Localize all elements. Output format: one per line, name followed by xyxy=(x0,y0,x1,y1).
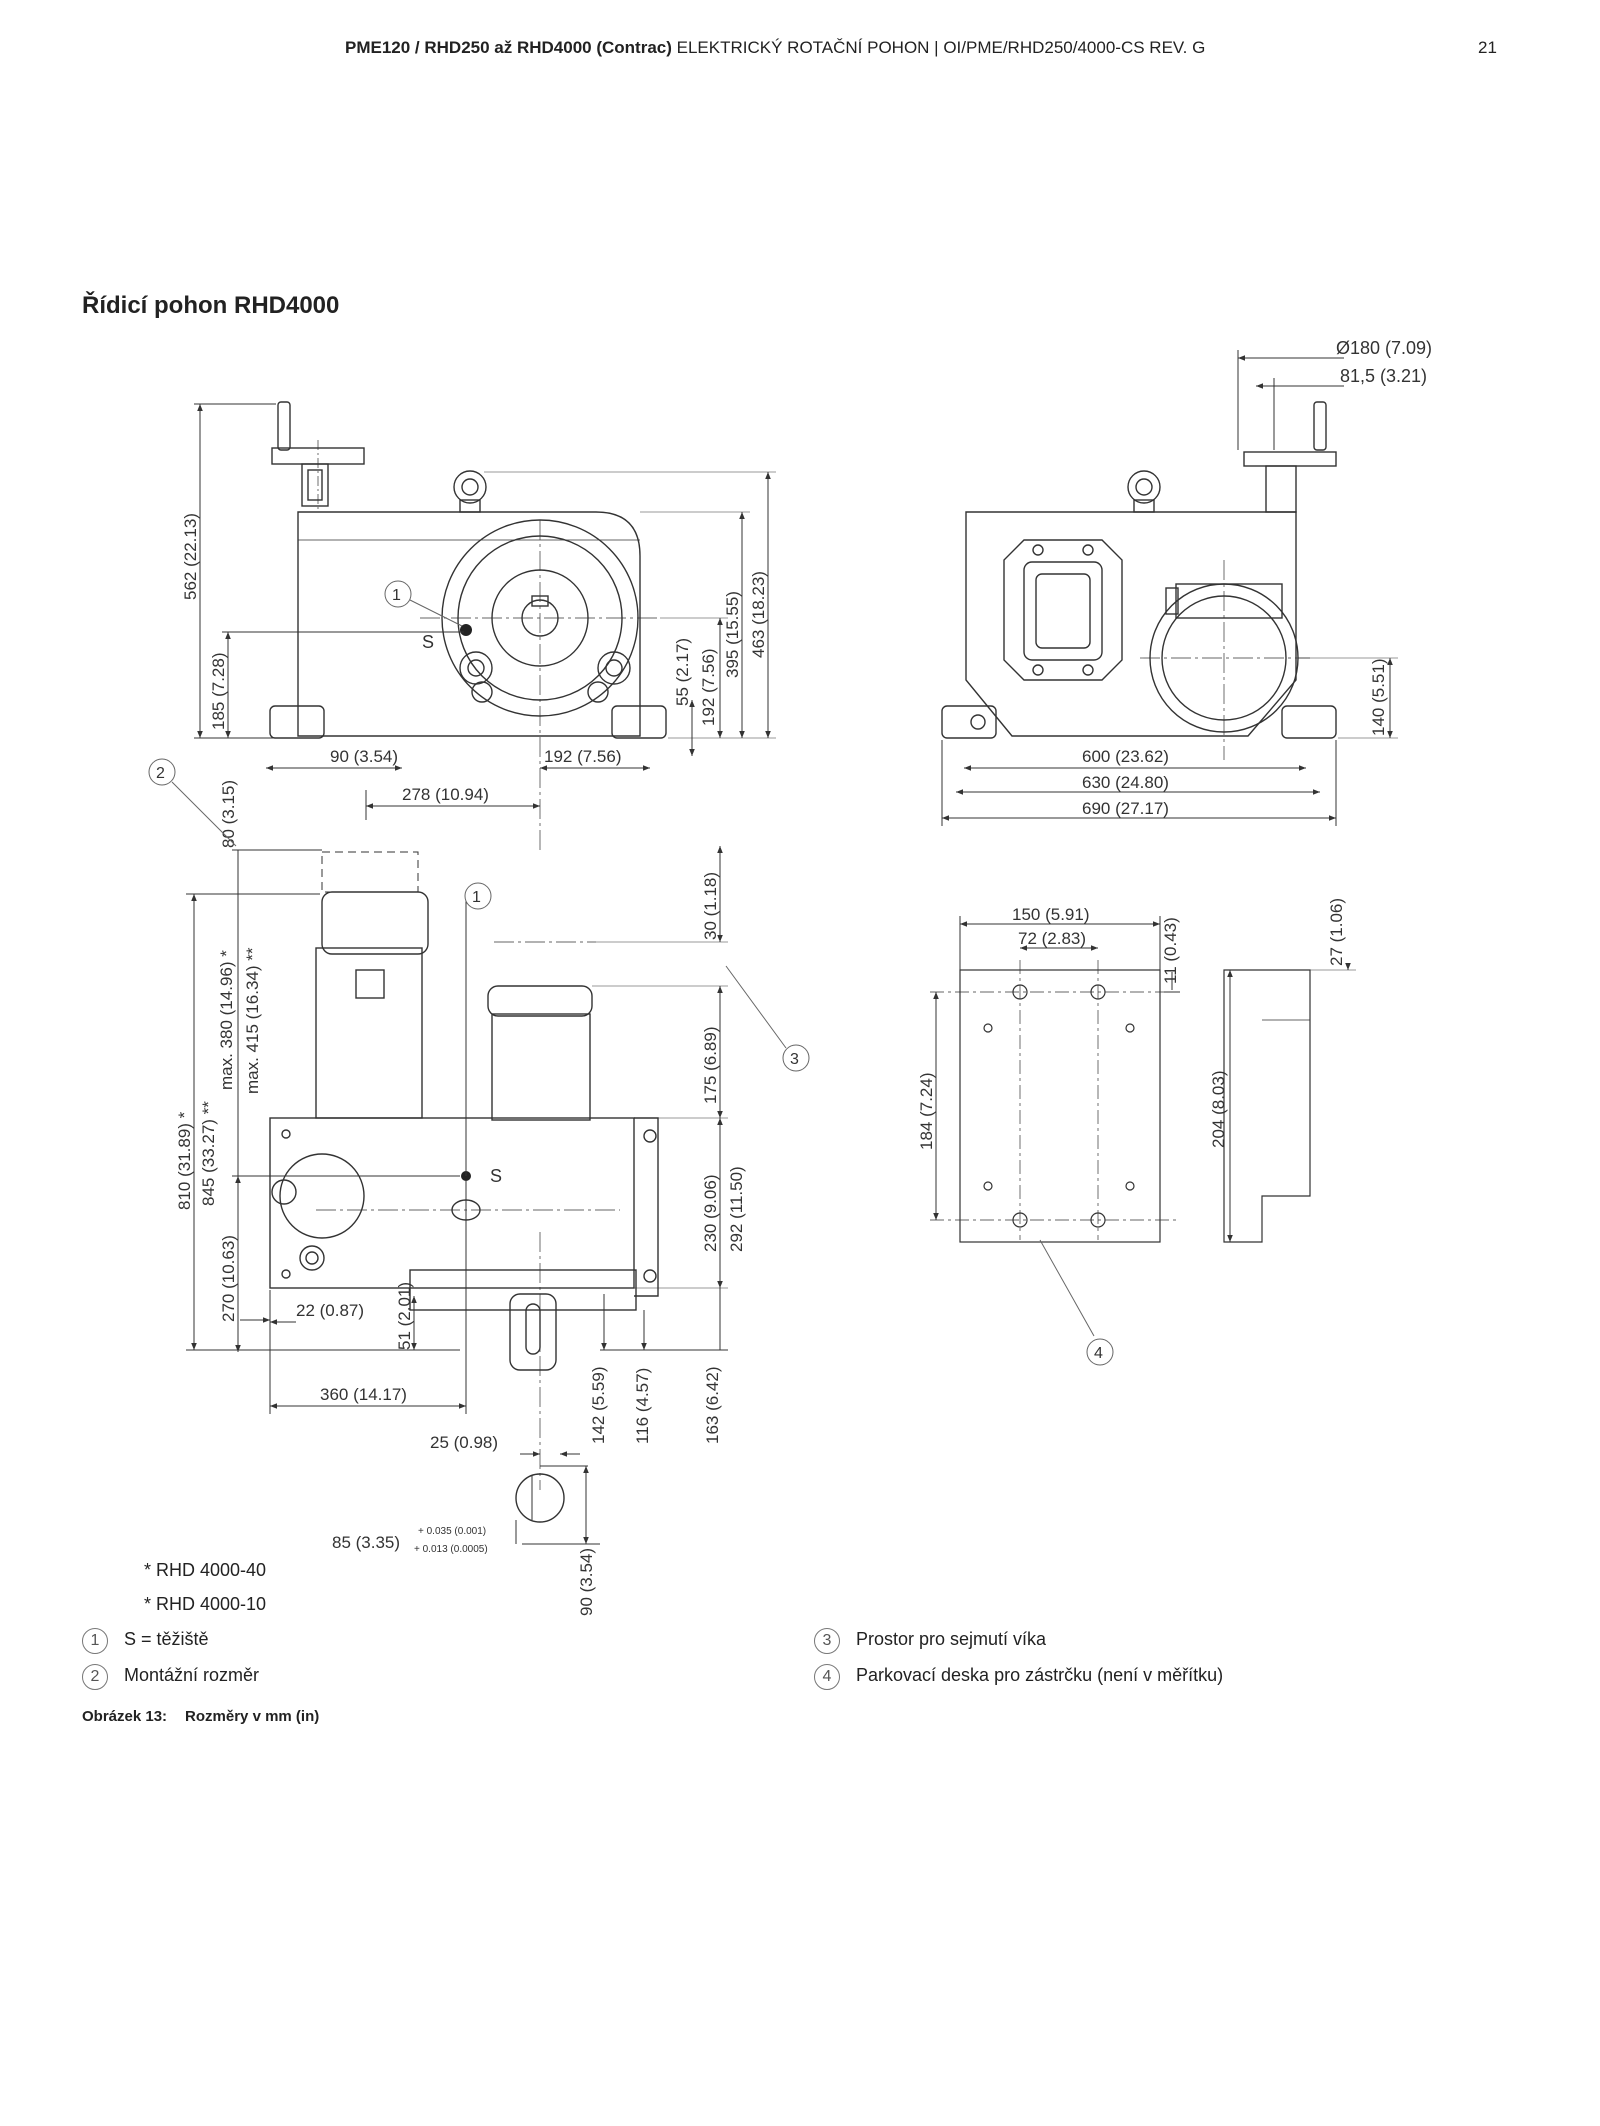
dim-30: 30 (1.18) xyxy=(701,872,720,940)
footnote-rhd4000-40: * RHD 4000-40 xyxy=(144,1560,267,1580)
svg-text:1: 1 xyxy=(472,889,481,906)
dim-27: 27 (1.06) xyxy=(1327,898,1346,966)
legend-item-1: 1 S = těžiště xyxy=(82,1628,209,1654)
svg-text:3: 3 xyxy=(790,1051,799,1068)
dim-85: 85 (3.35) xyxy=(332,1533,400,1552)
legend-text: Parkovací deska pro zástrčku (není v měř… xyxy=(856,1665,1224,1685)
marker-1-top: 1 xyxy=(464,882,492,910)
dim-90-shaft: 90 (3.54) xyxy=(577,1548,596,1616)
dim-562: 562 (22.13) xyxy=(181,513,200,600)
dim-72: 72 (2.83) xyxy=(1018,929,1086,948)
tolerance-upper: + 0.035 (0.001) xyxy=(418,1526,486,1537)
legend-number: 2 xyxy=(82,1664,108,1690)
dim-204: 204 (8.03) xyxy=(1209,1071,1228,1149)
center-of-gravity-label: S xyxy=(422,632,434,652)
dim-140: 140 (5.51) xyxy=(1369,659,1388,737)
dim-11: 11 (0.43) xyxy=(1161,917,1180,984)
top-view xyxy=(269,851,659,1523)
dim-292: 292 (11.50) xyxy=(727,1166,746,1252)
svg-text:4: 4 xyxy=(1094,1345,1103,1362)
dim-360: 360 (14.17) xyxy=(320,1385,407,1404)
legend-text: Prostor pro sejmutí víka xyxy=(856,1629,1047,1649)
dim-55: 55 (2.17) xyxy=(673,638,692,706)
dim-185: 185 (7.28) xyxy=(209,653,228,731)
legend-item-4: 4 Parkovací deska pro zástrčku (není v mě… xyxy=(814,1664,1223,1690)
legend-number: 1 xyxy=(82,1628,108,1654)
legend-number: 3 xyxy=(814,1628,840,1654)
legend-number: 4 xyxy=(814,1664,840,1690)
dim-175: 175 (6.89) xyxy=(701,1027,720,1105)
dim-192-horizontal: 192 (7.56) xyxy=(544,747,622,766)
caption-label: Obrázek 13: xyxy=(82,1708,168,1725)
marker-2: 2 xyxy=(148,758,237,847)
dim-463: 463 (18.23) xyxy=(749,571,768,658)
legend-item-2: 2 Montážní rozměr xyxy=(82,1664,259,1690)
dim-690: 690 (27.17) xyxy=(1082,799,1169,818)
dim-116: 116 (4.57) xyxy=(633,1368,652,1444)
parking-plate xyxy=(930,960,1311,1243)
side-view xyxy=(941,401,1337,760)
dim-142: 142 (5.59) xyxy=(589,1367,608,1445)
caption-text: Rozměry v mm (in) xyxy=(185,1708,320,1725)
dim-diameter-180: Ø180 (7.09) xyxy=(1336,338,1432,358)
dim-max-415: max. 415 (16.34) ** xyxy=(243,947,262,1094)
dim-845: 845 (33.27) ** xyxy=(199,1101,218,1206)
dim-22: 22 (0.87) xyxy=(296,1301,364,1320)
dim-51: 51 (2.01) xyxy=(395,1282,414,1350)
center-of-gravity-marker xyxy=(460,624,472,636)
dim-600: 600 (23.62) xyxy=(1082,747,1169,766)
dim-25: 25 (0.98) xyxy=(430,1433,498,1452)
marker-4: 4 xyxy=(1086,1338,1114,1366)
marker-1-front: 1 xyxy=(384,580,463,627)
document-title: PME120 / RHD250 až RHD4000 (Contrac) ELE… xyxy=(345,38,1206,57)
page-number: 21 xyxy=(1478,38,1497,57)
dim-230: 230 (9.06) xyxy=(701,1175,720,1253)
legend-item-3: 3 Prostor pro sejmutí víka xyxy=(814,1628,1046,1654)
dim-270: 270 (10.63) xyxy=(219,1235,238,1322)
dim-163: 163 (6.42) xyxy=(703,1367,722,1445)
dim-192-vertical: 192 (7.56) xyxy=(699,649,718,727)
center-of-gravity-label-top: S xyxy=(490,1166,502,1186)
dim-90: 90 (3.54) xyxy=(330,747,398,766)
legend-text: Montážní rozměr xyxy=(124,1665,260,1685)
dim-150: 150 (5.91) xyxy=(1012,905,1090,924)
figure-caption: Obrázek 13: Rozměry v mm (in) xyxy=(82,1708,319,1725)
dim-80: 80 (3.15) xyxy=(219,780,238,848)
dim-184: 184 (7.24) xyxy=(917,1073,936,1151)
front-view xyxy=(269,401,667,850)
dim-810: 810 (31.89) * xyxy=(175,1111,194,1210)
section-title: Řídicí pohon RHD4000 xyxy=(82,292,340,319)
marker-3: 3 xyxy=(725,965,810,1072)
footnote-rhd4000-10: * RHD 4000-10 xyxy=(144,1594,267,1614)
tolerance-lower: + 0.013 (0.0005) xyxy=(414,1544,488,1555)
dim-81-5: 81,5 (3.21) xyxy=(1340,366,1427,386)
legend-text: S = těžiště xyxy=(124,1629,209,1649)
dim-395: 395 (15.55) xyxy=(723,591,742,678)
svg-text:1: 1 xyxy=(392,587,401,604)
dim-278: 278 (10.94) xyxy=(402,785,489,804)
dim-630: 630 (24.80) xyxy=(1082,773,1169,792)
svg-text:2: 2 xyxy=(156,765,165,782)
dim-max-380: max. 380 (14.96) * xyxy=(217,950,236,1090)
